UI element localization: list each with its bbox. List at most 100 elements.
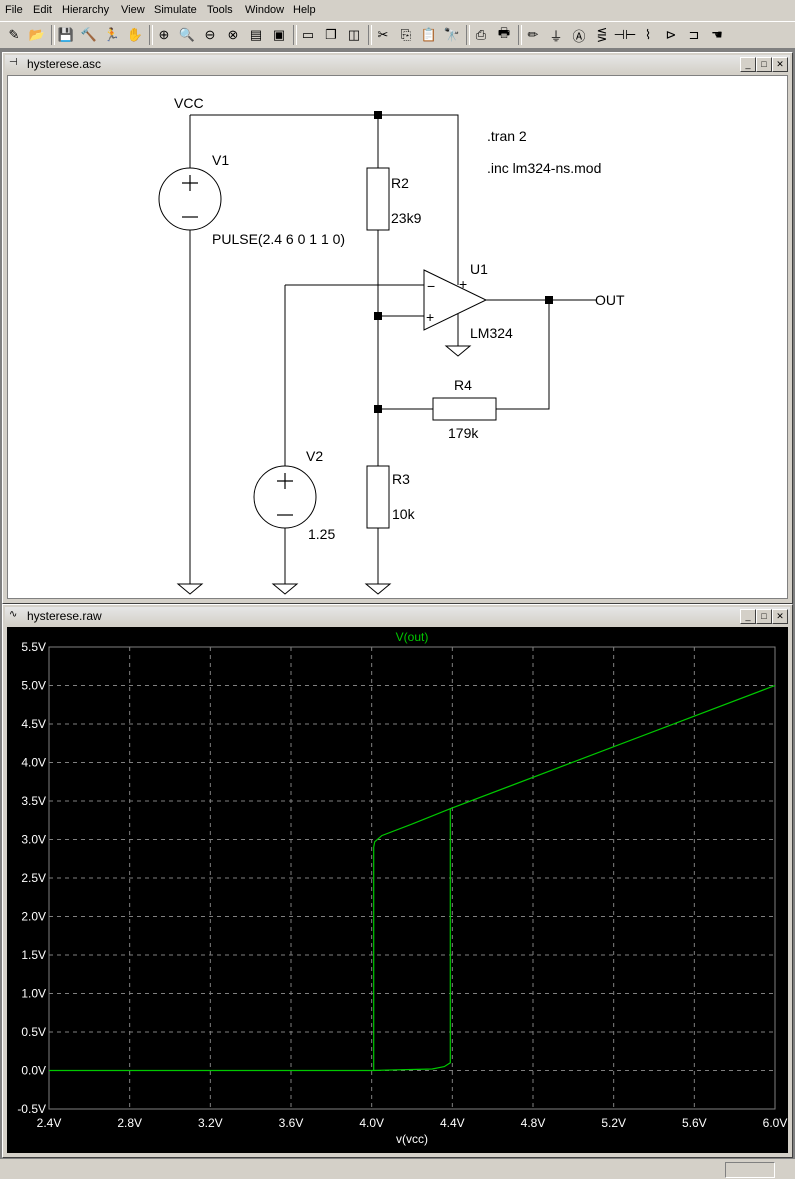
schematic-canvas[interactable]: VCC V1 PULSE(2.4 6 0 1 1 0) R2 23k9 .tra… — [7, 75, 788, 599]
menu-help[interactable]: Help — [293, 4, 316, 16]
x-tick-label: 2.4V — [37, 1116, 62, 1130]
control-panel-icon[interactable]: 🔨 — [80, 27, 98, 42]
menu-window[interactable]: Window — [245, 4, 285, 16]
minimize-button[interactable]: _ — [740, 609, 756, 624]
close-button[interactable]: ✕ — [772, 609, 788, 624]
menu-view[interactable]: View — [121, 4, 145, 16]
tile-horizontal-icon[interactable]: ▭ — [301, 27, 315, 42]
y-tick-label: 4.0V — [21, 756, 46, 770]
junction-dot — [374, 111, 382, 119]
maximize-button[interactable]: □ — [756, 609, 772, 624]
menu-edit[interactable]: Edit — [33, 4, 52, 16]
toolbar-separator — [368, 25, 372, 45]
menu-file[interactable]: File — [5, 4, 23, 16]
y-tick-label: 3.0V — [21, 833, 46, 847]
label-r3: R3 — [392, 471, 410, 487]
junction-dot — [374, 405, 382, 413]
label-u1: U1 — [470, 261, 488, 277]
minimize-button[interactable]: _ — [740, 57, 756, 72]
label-v1-value: PULSE(2.4 6 0 1 1 0) — [212, 231, 345, 247]
print-icon[interactable]: 🖶 — [497, 25, 511, 40]
autorange-icon[interactable]: ▤ — [249, 27, 263, 42]
halt-icon[interactable]: ✋ — [126, 27, 144, 42]
maximize-button[interactable]: □ — [756, 57, 772, 72]
toolbar: ✎ 📂 💾 🔨 🏃 ✋ ⊕ 🔍 ⊖ ⊗ ▤ ▣ ▭ ❐ ◫ ✂ ⎘ 📋 🔭 ⎙ 🖶 ✏ ⏚ Ⓐ ⋚ ⊣⊢ ⌇ ⊳ ⊐ ☚ — [0, 21, 795, 49]
y-tick-label: 0.0V — [21, 1064, 46, 1078]
toolbar-separator — [149, 25, 153, 45]
label-r4-value: 179k — [448, 425, 479, 441]
component-icon[interactable]: ⊐ — [688, 27, 700, 42]
label-out: OUT — [595, 292, 625, 308]
menu-bar: File Edit Hierarchy View Simulate Tools Window… — [0, 0, 795, 20]
y-tick-label: 2.0V — [21, 910, 46, 924]
ground-icon[interactable]: ⏚ — [549, 28, 563, 44]
paste-icon[interactable]: 📋 — [420, 27, 438, 42]
zoom-cancel-icon[interactable]: ⊗ — [227, 27, 239, 42]
directive-tran[interactable]: .tran 2 — [487, 128, 527, 144]
run-icon[interactable]: 🏃 — [103, 27, 121, 42]
schematic-icon: ⊣ — [9, 57, 18, 68]
zoom-out-icon[interactable]: ⊖ — [204, 27, 216, 42]
x-tick-label: 2.8V — [117, 1116, 142, 1130]
opamp-plus-input-sign: + — [426, 309, 434, 325]
label-v2-value: 1.25 — [308, 526, 335, 542]
status-panel — [725, 1162, 775, 1178]
y-tick-label: 1.0V — [21, 987, 46, 1001]
label-r3-value: 10k — [392, 506, 416, 522]
menu-hierarchy[interactable]: Hierarchy — [62, 4, 110, 16]
close-button[interactable]: ✕ — [772, 57, 788, 72]
label-r2: R2 — [391, 175, 409, 191]
schematic-window[interactable]: ⊣ hysterese.asc _ □ ✕ — [2, 52, 793, 604]
print-setup-icon[interactable]: ⎙ — [475, 27, 487, 42]
cascade-icon[interactable]: ❐ — [325, 27, 337, 42]
mdi-area: ⊣ hysterese.asc _ □ ✕ — [0, 48, 795, 1158]
ground-icon — [176, 583, 204, 595]
waveform-titlebar[interactable]: ∿ hysterese.raw _ □ ✕ — [5, 607, 790, 625]
zoom-pan-icon[interactable]: 🔍 — [178, 27, 196, 42]
v2-plus-sign — [277, 473, 293, 489]
label-r2-value: 23k9 — [391, 210, 422, 226]
save-icon[interactable]: 💾 — [57, 27, 75, 42]
toolbar-separator — [518, 25, 522, 45]
fit-icon[interactable]: ▣ — [272, 27, 286, 42]
wire-vcc — [190, 114, 459, 285]
diode-icon[interactable]: ⊳ — [665, 27, 677, 42]
open-icon[interactable]: 📂 — [28, 27, 46, 42]
drag-icon[interactable]: ☚ — [711, 27, 723, 42]
menu-simulate[interactable]: Simulate — [154, 4, 197, 16]
toolbar-separator — [293, 25, 297, 45]
ground-icon — [364, 583, 392, 595]
wire-icon[interactable]: ✏ — [527, 27, 539, 42]
status-bar — [0, 1158, 795, 1179]
voltage-source-v1 — [158, 167, 222, 231]
zoom-in-icon[interactable]: ⊕ — [158, 27, 170, 42]
inductor-icon[interactable]: ⌇ — [644, 27, 652, 42]
copy-icon[interactable]: ⎘ — [400, 27, 412, 42]
directive-inc[interactable]: .inc lm324-ns.mod — [487, 160, 601, 176]
capacitor-icon[interactable]: ⊣⊢ — [613, 27, 637, 42]
new-schematic-icon[interactable]: ✎ — [8, 27, 20, 42]
y-tick-label: 3.5V — [21, 794, 46, 808]
y-tick-label: 5.0V — [21, 679, 46, 693]
v1-plus-sign — [182, 175, 198, 191]
opamp-plus-top: + — [459, 276, 467, 292]
schematic-svg: VCC V1 PULSE(2.4 6 0 1 1 0) R2 23k9 .tra… — [158, 95, 625, 595]
tile-vertical-icon[interactable]: ◫ — [347, 27, 361, 42]
opamp-u1 — [423, 269, 488, 331]
x-tick-label: 6.0V — [763, 1116, 788, 1130]
x-tick-label: 3.6V — [279, 1116, 304, 1130]
resistor-icon[interactable]: ⋚ — [596, 27, 608, 42]
trace-vout — [49, 684, 776, 1072]
label-icon[interactable]: Ⓐ — [572, 28, 586, 44]
label-v2: V2 — [306, 448, 323, 464]
cut-icon[interactable]: ✂ — [377, 27, 389, 42]
schematic-title: hysterese.asc — [27, 57, 102, 71]
toolbar-separator — [51, 25, 55, 45]
menu-tools[interactable]: Tools — [207, 4, 233, 16]
junction-dot — [374, 312, 382, 320]
schematic-titlebar[interactable]: ⊣ hysterese.asc _ □ ✕ — [5, 55, 790, 73]
find-icon[interactable]: 🔭 — [443, 27, 461, 42]
junction-dot — [545, 296, 553, 304]
